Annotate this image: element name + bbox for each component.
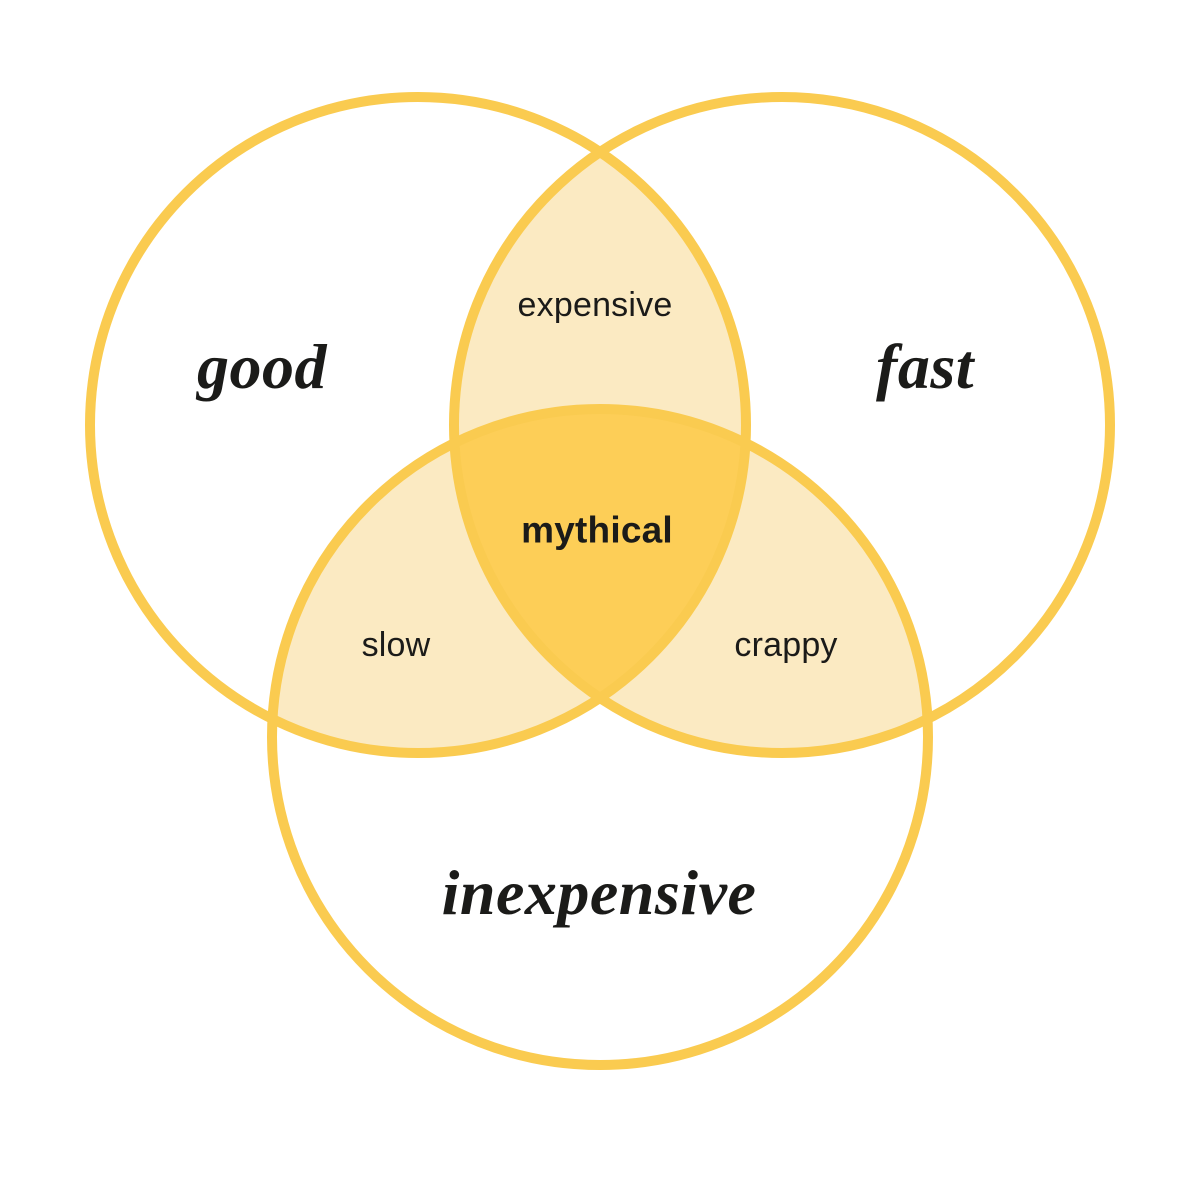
overlap-label-expensive: expensive xyxy=(517,286,673,324)
set-label-fast: fast xyxy=(876,331,974,402)
circle-outline-fast xyxy=(449,92,1115,758)
circle-outline-inexpensive xyxy=(267,404,933,1070)
circle-outline-good xyxy=(85,92,751,758)
overlap-label-slow: slow xyxy=(361,626,431,664)
overlap-label-crappy: crappy xyxy=(734,626,838,664)
set-label-good: good xyxy=(197,331,327,402)
center-label-mythical: mythical xyxy=(521,509,673,551)
center-region-mythical xyxy=(454,409,746,753)
set-label-inexpensive: inexpensive xyxy=(441,857,757,928)
